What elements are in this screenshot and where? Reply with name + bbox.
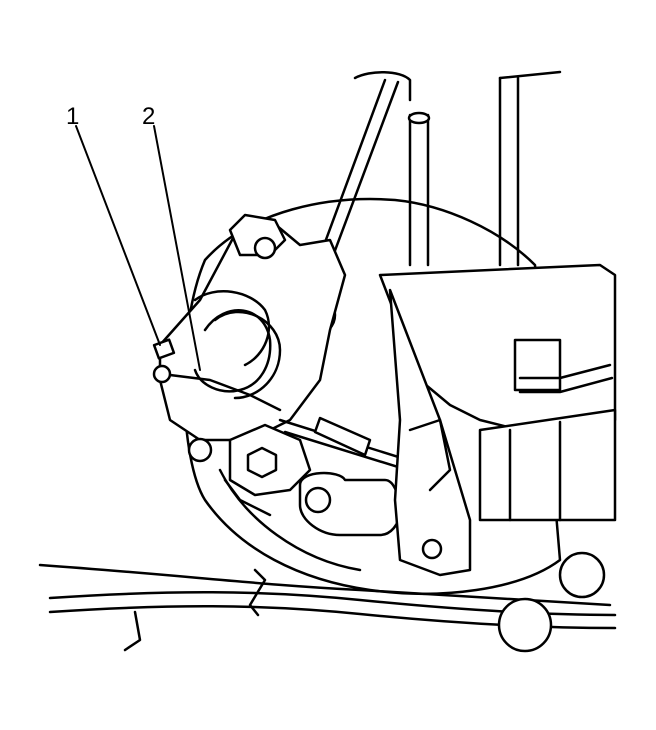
caliper-bolt-left bbox=[152, 364, 172, 384]
bushing-bolt bbox=[304, 486, 332, 514]
axle-nut bbox=[558, 551, 606, 599]
axle-shaft bbox=[478, 408, 617, 522]
frame-bolt bbox=[421, 538, 443, 560]
leader-line-1 bbox=[75, 125, 161, 346]
right-hose bbox=[518, 363, 614, 394]
caliper-bolt-bottom bbox=[187, 437, 213, 463]
lower-bracket bbox=[228, 423, 312, 497]
vertical-pipe-right bbox=[498, 76, 520, 267]
harness-clip bbox=[248, 568, 267, 617]
upper-bracket-rod bbox=[353, 71, 412, 102]
sensor-lead bbox=[168, 373, 282, 412]
vertical-pipe-left bbox=[408, 113, 430, 267]
callout-1-label: 1 bbox=[66, 103, 79, 130]
top-bracket-edge bbox=[498, 70, 562, 80]
caliper-bolt-top bbox=[253, 236, 277, 260]
lower-bracket-nut bbox=[246, 446, 278, 479]
frame-arm-strap bbox=[408, 418, 452, 492]
caliper-piston-housing bbox=[193, 290, 271, 367]
harness-drop-left bbox=[123, 610, 142, 652]
frame-arm-lower bbox=[388, 288, 472, 577]
pipe-cap bbox=[407, 111, 431, 125]
callout-2-label: 2 bbox=[142, 103, 155, 130]
sensor-harness-outer bbox=[213, 310, 282, 400]
right-fitting bbox=[513, 338, 562, 392]
bottom-hub-nut bbox=[497, 597, 553, 653]
tie-rod-end bbox=[313, 416, 372, 457]
housing-dash-segment bbox=[223, 478, 272, 517]
sensor-harness bbox=[193, 309, 272, 393]
leader-line-2 bbox=[153, 125, 201, 371]
